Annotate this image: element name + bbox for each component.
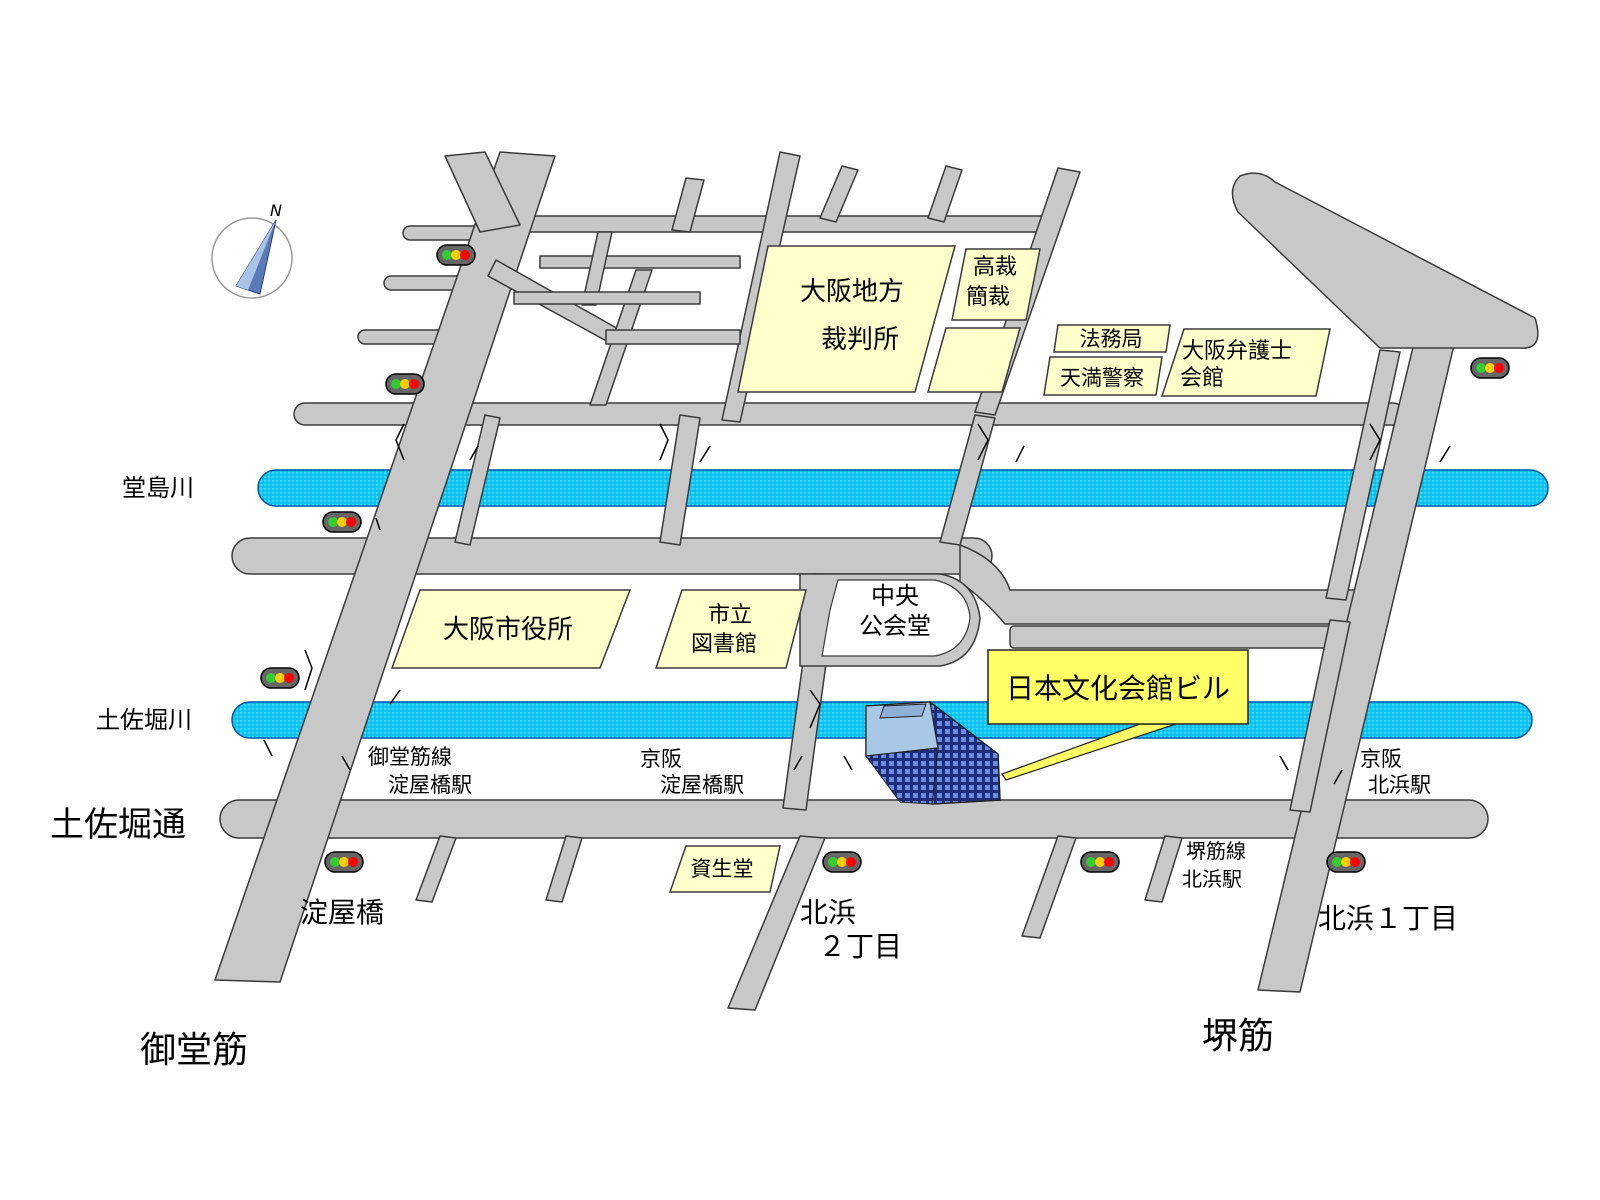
- sakaisuji-label: 堺筋: [1202, 1016, 1274, 1057]
- high-court-label-2: 簡裁: [966, 285, 1010, 310]
- library-label-2: 図書館: [691, 632, 757, 657]
- tosabori-river-label: 土佐堀川: [96, 706, 192, 734]
- traffic-signals: [260, 244, 1510, 873]
- public-hall-label-1: 中央: [871, 582, 919, 610]
- bar-association-label-1: 大阪弁護士: [1182, 339, 1292, 364]
- bar-association-block: [1160, 328, 1331, 397]
- target-label: 日本文化会館ビル: [1006, 672, 1230, 705]
- traffic-signal-icon: [822, 851, 862, 873]
- keihan-yodoyabashi-station-label: 淀屋橋駅: [660, 773, 744, 797]
- kitahama1-intersection-label: 北浜１丁目: [1318, 902, 1458, 935]
- traffic-signal-icon: [1080, 851, 1120, 873]
- library-label-1: 市立: [708, 603, 752, 628]
- legal-affairs-label: 法務局: [1080, 327, 1143, 351]
- building-labels: 大阪地方 裁判所 高裁 簡裁 法務局 天満警察 大阪弁護士 会館 大阪市役所 市…: [443, 255, 1292, 881]
- legal-affairs-block: [1053, 324, 1171, 353]
- traffic-signal-icon: [385, 373, 425, 395]
- city-hall-block: [390, 589, 632, 669]
- map-labels: 堂島川 土佐堀川 土佐堀通 御堂筋 堺筋 御堂筋線 淀屋橋駅 京阪 淀屋橋駅 京…: [50, 474, 1458, 1071]
- midosuji-yodoyabashi-station-label: 淀屋橋駅: [388, 773, 472, 797]
- kitahama2-label-2: ２丁目: [818, 930, 902, 963]
- sakaisuji-kitahama-station-label: 北浜駅: [1182, 867, 1242, 891]
- traffic-signal-icon: [322, 511, 362, 533]
- kitahama2-label-1: 北浜: [800, 896, 856, 929]
- keihan-kitahama-station-label: 北浜駅: [1368, 773, 1431, 797]
- dojima-river-label: 堂島川: [122, 474, 194, 502]
- high-court-block: [951, 248, 1041, 321]
- traffic-signal-icon: [324, 851, 364, 873]
- traffic-signal-icon: [1470, 357, 1510, 379]
- traffic-signal-icon: [260, 667, 300, 689]
- high-court-label-1: 高裁: [973, 255, 1017, 280]
- bridge-marks: [263, 423, 1451, 785]
- shiseido-block: [668, 845, 781, 893]
- city-hall-label: 大阪市役所: [443, 615, 573, 645]
- central-public-hall: 中央 公会堂: [799, 573, 981, 667]
- target-building-icon: [865, 700, 1001, 805]
- road-network: [214, 151, 1539, 1011]
- public-hall-label-2: 公会堂: [859, 612, 931, 640]
- compass-icon: N: [211, 201, 293, 299]
- north-label: N: [270, 201, 282, 220]
- tosabori-dori-label: 土佐堀通: [50, 805, 186, 845]
- buildings: [390, 245, 1331, 893]
- keihan-label-1: 京阪: [640, 747, 682, 771]
- district-court-label-1: 大阪地方: [800, 277, 904, 307]
- district-court-block: [737, 245, 956, 393]
- library-block: [654, 589, 807, 669]
- traffic-signal-icon: [436, 244, 476, 266]
- midosuji-label: 御堂筋: [140, 1030, 248, 1071]
- midosuji-line-label: 御堂筋線: [368, 745, 452, 769]
- target-callout: 日本文化会館ビル: [987, 649, 1249, 781]
- court-annex-block: [927, 327, 1021, 393]
- tenma-police-block: [1043, 356, 1163, 396]
- yodoyabashi-intersection-label: 淀屋橋: [300, 896, 384, 929]
- shiseido-label: 資生堂: [691, 857, 754, 881]
- bar-association-label-2: 会館: [1180, 366, 1224, 391]
- sakaisuji-line-label: 堺筋線: [1186, 839, 1246, 863]
- traffic-signal-icon: [1326, 851, 1366, 873]
- keihan-label-2: 京阪: [1360, 747, 1402, 771]
- tenma-police-label: 天満警察: [1060, 366, 1144, 390]
- river-dojima: [257, 469, 1549, 507]
- district-court-label-2: 裁判所: [821, 325, 899, 355]
